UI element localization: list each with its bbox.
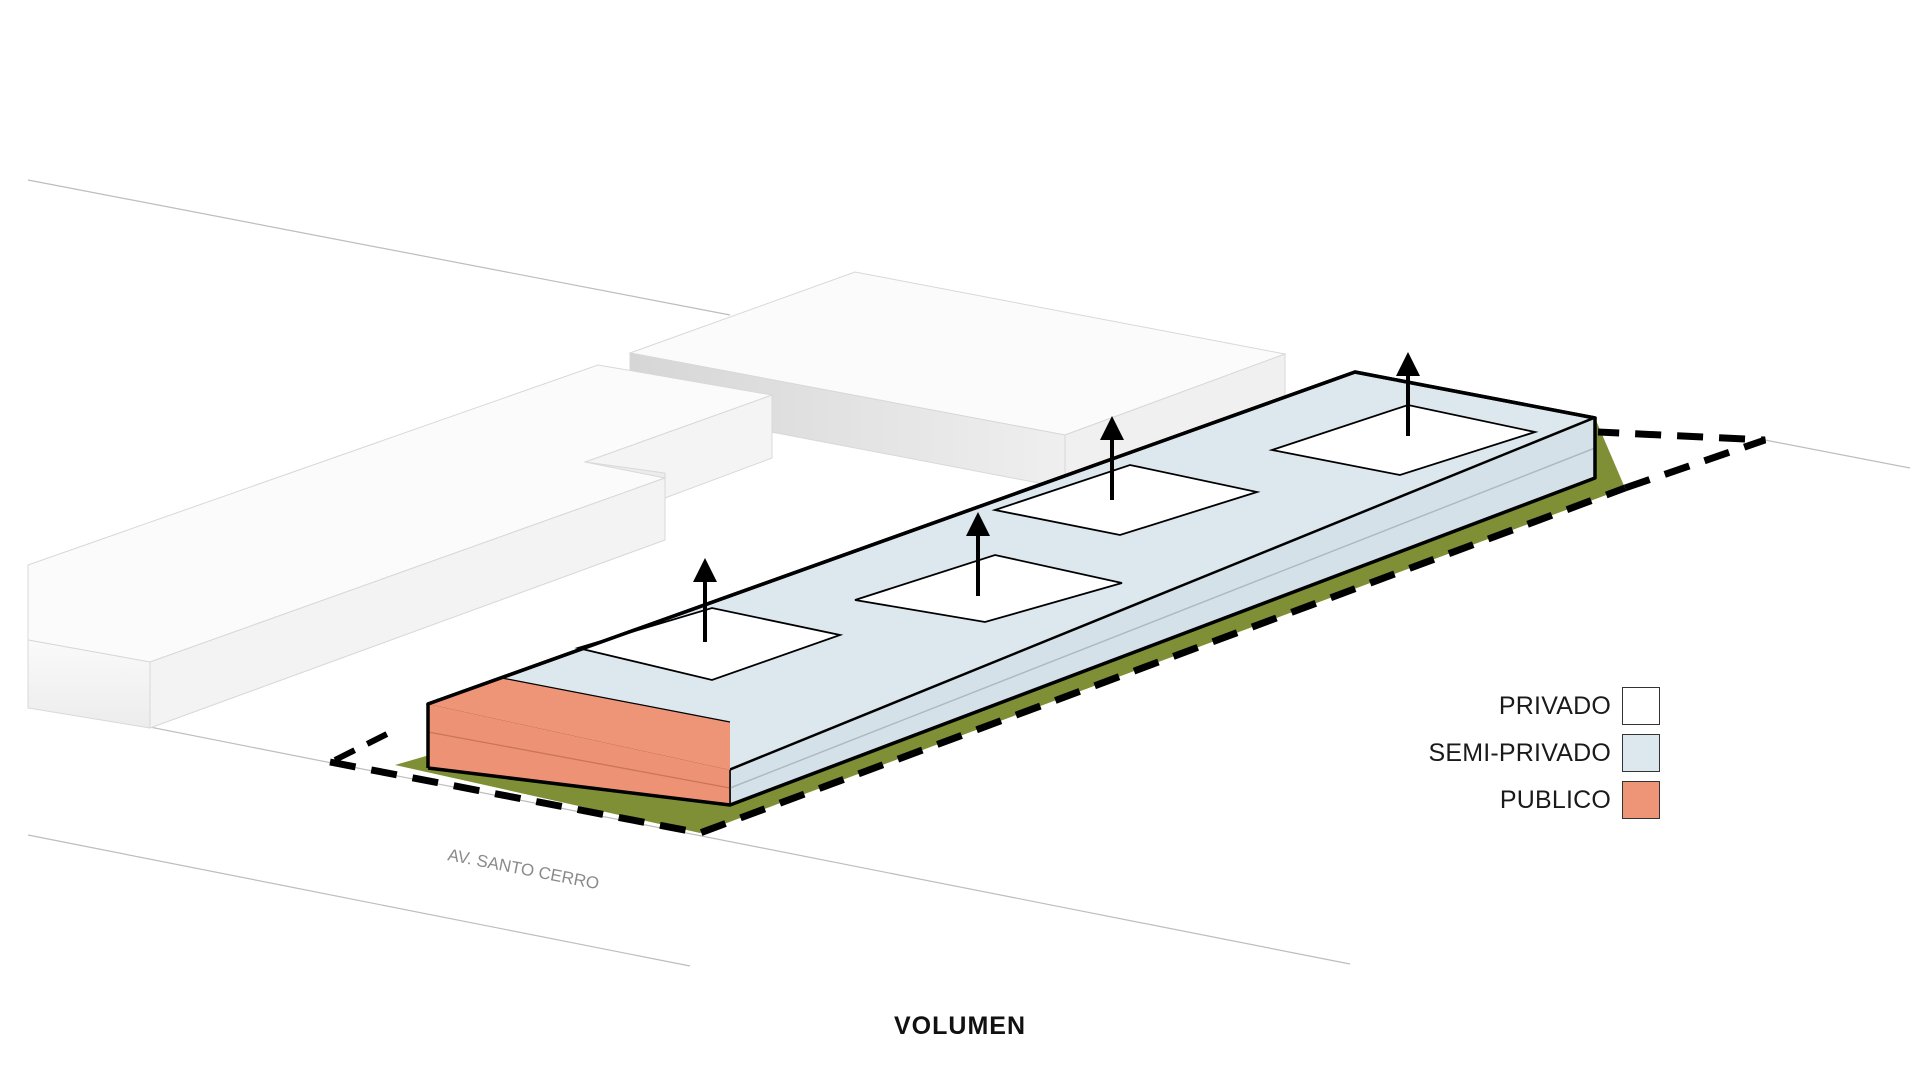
courtyard-3 xyxy=(991,464,1261,536)
legend-label: SEMI-PRIVADO xyxy=(1428,738,1611,767)
legend-swatch-semi-privado xyxy=(1622,734,1660,772)
legend: PRIVADO SEMI-PRIVADO PUBLICO xyxy=(1340,686,1660,827)
legend-item-semi-privado: SEMI-PRIVADO xyxy=(1340,733,1660,773)
site-boundary-right xyxy=(1597,428,1767,492)
courtyard-4 xyxy=(1268,404,1539,476)
legend-swatch-publico xyxy=(1622,781,1660,819)
site-boundary xyxy=(333,727,397,763)
street-label: AV. SANTO CERRO xyxy=(446,845,600,893)
up-arrows xyxy=(693,352,1420,642)
legend-item-publico: PUBLICO xyxy=(1340,780,1660,820)
diagram-caption: VOLUMEN xyxy=(894,1012,1026,1040)
legend-swatch-privado xyxy=(1622,687,1660,725)
legend-label: PRIVADO xyxy=(1498,691,1611,720)
courtyard-1 xyxy=(574,607,844,681)
context-lines xyxy=(27,179,1911,967)
courtyard-2 xyxy=(854,554,1123,623)
legend-item-privado: PRIVADO xyxy=(1340,686,1660,726)
context-building-left xyxy=(27,364,774,729)
legend-label: PUBLICO xyxy=(1499,785,1611,814)
private-courtyards xyxy=(574,404,1539,681)
public-volume xyxy=(427,677,731,805)
semi-private-floor-line xyxy=(729,447,1596,789)
